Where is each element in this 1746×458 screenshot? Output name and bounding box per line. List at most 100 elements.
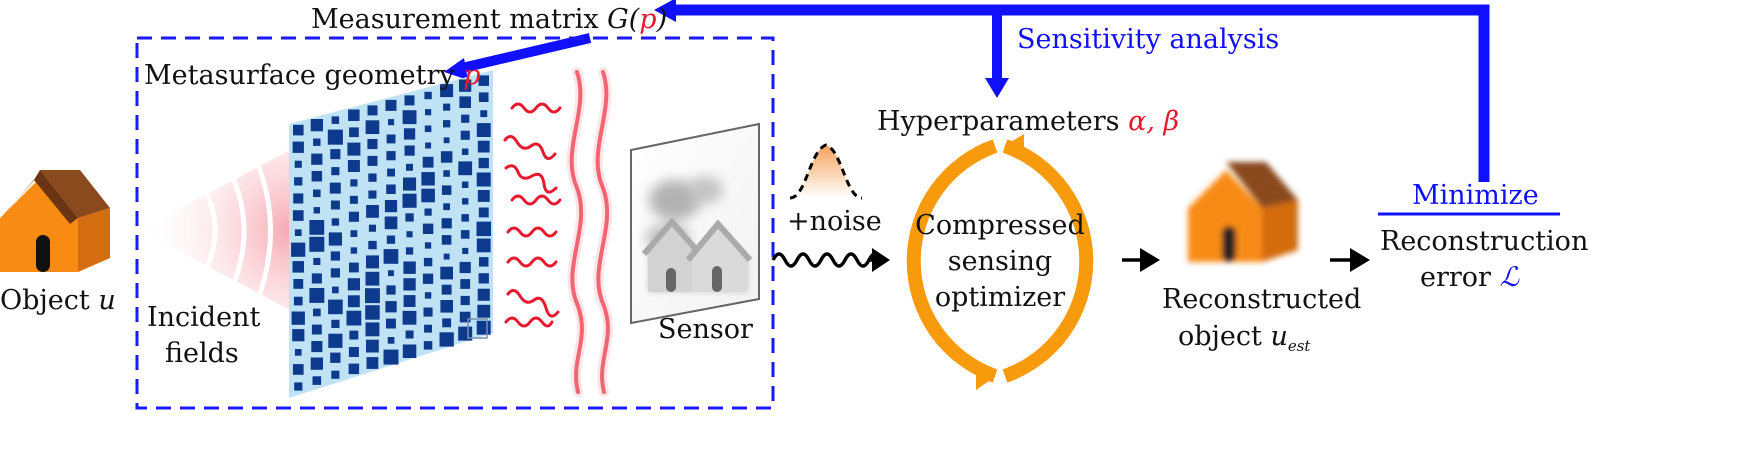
- metasurface-cell: [425, 109, 432, 116]
- metasurface-cell: [387, 337, 395, 344]
- metasurface-cell: [476, 123, 491, 137]
- incident-fields-label-line1: Incident: [147, 302, 260, 333]
- metasurface-cell: [460, 130, 470, 140]
- feedback-path: [444, 0, 1490, 182]
- metasurface-cell: [366, 339, 379, 353]
- metasurface-cell: [293, 124, 304, 136]
- metasurface-cell: [423, 307, 433, 317]
- metasurface-cell: [348, 363, 360, 375]
- metasurface-cell: [459, 311, 471, 323]
- metasurface-cell: [313, 257, 321, 265]
- metasurface-cell: [461, 114, 470, 123]
- metasurface-cell: [404, 95, 415, 106]
- metasurface-cell: [349, 127, 359, 138]
- metasurface-cell: [424, 208, 432, 216]
- metasurface-cell: [312, 376, 322, 385]
- metasurface-cell: [459, 261, 471, 274]
- metasurface-cell: [403, 278, 416, 291]
- metasurface-cell: [461, 214, 469, 222]
- metasurface-cell: [309, 220, 325, 235]
- metasurface-cell: [313, 189, 321, 198]
- hyperparameters-label: Hyperparameters α, β: [877, 106, 1179, 137]
- metasurface-cell: [479, 257, 489, 267]
- metasurface-cell: [367, 105, 378, 116]
- metasurface-cell: [460, 230, 470, 239]
- house-icon: [0, 168, 110, 272]
- metasurface-cell: [422, 273, 434, 284]
- metasurface-cell: [424, 324, 432, 333]
- metasurface-cell: [386, 134, 396, 144]
- metasurface-cell: [442, 318, 452, 328]
- metasurface-cell: [332, 286, 339, 294]
- incident-fields-label-line2: fields: [165, 338, 239, 369]
- object-label: Object u: [0, 285, 116, 316]
- metasurface-cell: [406, 231, 413, 238]
- metasurface-cell: [328, 232, 342, 246]
- metasurface-cell: [476, 221, 491, 237]
- metasurface-cell: [350, 179, 358, 187]
- metasurface-cell: [330, 268, 340, 278]
- noise-label: +noise: [787, 206, 882, 237]
- metasurface-cell: [423, 257, 433, 267]
- metasurface-cell: [386, 285, 396, 295]
- metasurface-cell: [403, 177, 417, 191]
- sensor-panel: [630, 122, 760, 325]
- metasurface-cell: [422, 156, 434, 168]
- optimizer-loop: [906, 134, 1094, 390]
- metasurface-cell: [292, 141, 304, 153]
- metasurface-cell: [405, 213, 414, 222]
- metasurface-cell: [441, 284, 452, 295]
- metasurface-cell: [368, 190, 377, 199]
- metasurface-cell: [368, 240, 377, 250]
- metasurface-cell: [366, 357, 379, 369]
- metasurface-cell: [443, 103, 451, 111]
- metasurface-cell: [294, 160, 302, 168]
- metasurface-cell: [402, 310, 417, 325]
- metasurface-cell: [384, 200, 398, 213]
- metasurface-cell: [330, 200, 340, 210]
- metasurface-cell: [478, 207, 489, 218]
- metasurface-cell: [425, 142, 432, 149]
- metasurface-cell: [366, 255, 379, 269]
- metasurface-cell: [365, 120, 380, 134]
- metasurface-cell: [458, 161, 473, 176]
- metasurface-cell: [292, 364, 304, 375]
- metasurface-cell: [480, 110, 488, 118]
- metasurface-cell: [387, 168, 395, 177]
- metasurface-cells: [291, 75, 491, 391]
- metasurface-cell: [386, 235, 396, 244]
- reconstruction-error-label-line1: Reconstruction: [1380, 226, 1588, 257]
- metasurface-cell: [365, 288, 380, 304]
- system-dashed-box: [135, 36, 775, 410]
- metasurface-cell: [365, 322, 380, 337]
- feedback-arrowhead: [654, 0, 676, 22]
- sensitivity-analysis-label: Sensitivity analysis: [1017, 24, 1279, 55]
- metasurface-cell: [462, 247, 469, 254]
- metasurface-cell: [309, 236, 325, 252]
- metasurface-cell: [292, 329, 305, 342]
- metasurface-cell: [294, 382, 303, 391]
- metasurface-cell: [443, 253, 450, 260]
- optimizer-label-line2: sensing: [948, 246, 1052, 277]
- metasurface: [289, 70, 493, 398]
- metasurface-cell: [350, 247, 358, 254]
- metasurface-cell: [403, 295, 416, 307]
- metasurface-cell: [461, 148, 469, 155]
- geometry-arrowhead: [444, 58, 468, 80]
- metasurface-cell: [478, 157, 489, 169]
- metasurface-cell: [477, 190, 490, 202]
- gaussian-icon: [789, 143, 863, 200]
- metasurface-cell: [405, 247, 414, 255]
- metasurface-cell: [309, 288, 325, 303]
- metasurface-cell: [311, 153, 323, 165]
- metasurface-cell: [365, 271, 380, 286]
- noise-wave: [771, 248, 890, 272]
- metasurface-cell: [367, 155, 378, 166]
- metasurface-cell: [421, 188, 435, 203]
- metasurface-cell: [402, 110, 417, 125]
- metasurface-cell: [313, 308, 321, 317]
- metasurface-geometry-label: Metasurface geometry p: [144, 60, 481, 91]
- metasurface-cell: [310, 357, 323, 370]
- loop-arrowhead-bottom: [976, 364, 996, 390]
